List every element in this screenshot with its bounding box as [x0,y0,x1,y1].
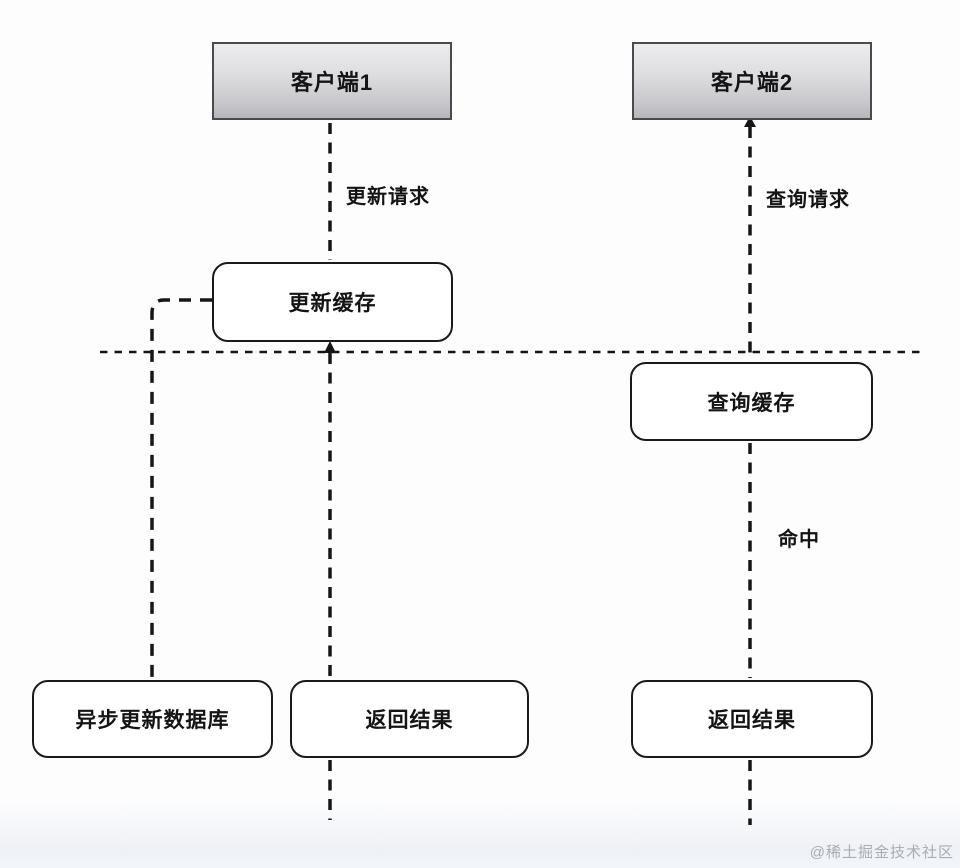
node-return-result-client1: 返回结果 [290,680,529,758]
arrowhead-up-under-update-cache [324,341,336,353]
label-hit: 命中 [778,529,820,551]
node-update-cache-label: 更新缓存 [288,292,377,315]
actor-client2-label: 客户端2 [710,70,794,95]
connector-update-cache-to-async-db [150,298,212,678]
node-async-update-database: 异步更新数据库 [32,680,273,758]
actor-client1-label: 客户端1 [290,70,374,95]
node-update-cache: 更新缓存 [212,262,453,342]
watermark-text: @稀土掘金技术社区 [809,844,954,861]
node-async-update-database-label: 异步更新数据库 [75,709,230,732]
node-return-result-client2-label: 返回结果 [708,709,796,732]
node-return-result-client1-label: 返回结果 [365,709,454,732]
label-update-request: 更新请求 [346,186,430,208]
actor-client2: 客户端2 [632,42,872,120]
node-query-cache-label: 查询缓存 [707,391,796,415]
node-return-result-client2: 返回结果 [631,680,873,758]
label-query-request: 查询请求 [766,189,850,211]
node-query-cache: 查询缓存 [630,362,873,441]
actor-client1: 客户端1 [212,42,452,120]
arrowhead-up-under-client2 [744,116,756,127]
